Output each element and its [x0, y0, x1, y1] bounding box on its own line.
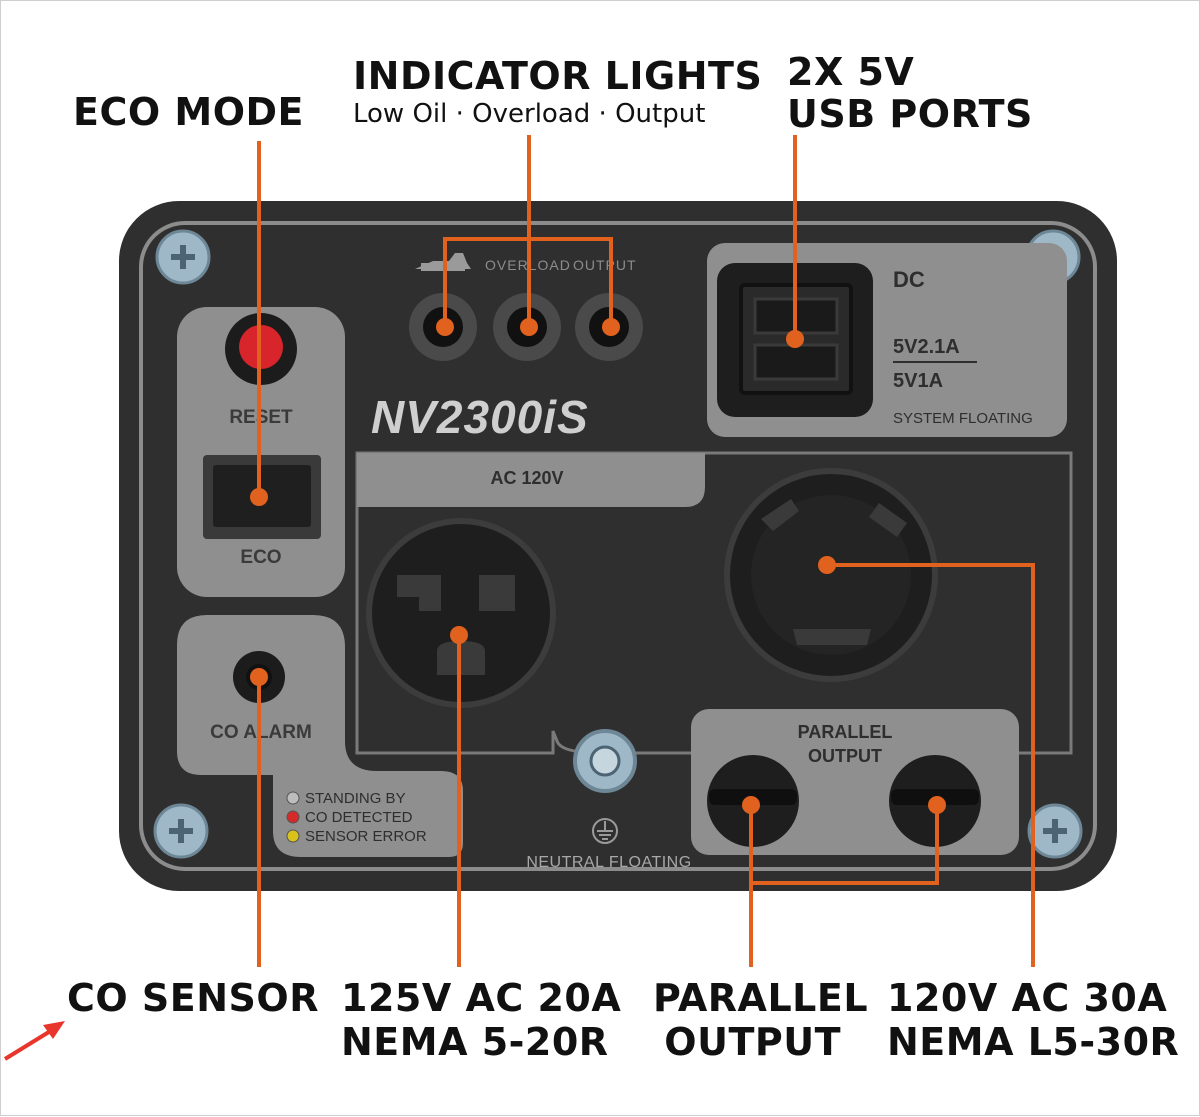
outlet-l5-30r-face: [751, 495, 911, 655]
callout-usb-ports: 2X 5V USB PORTS: [787, 53, 1033, 133]
ac-label-tab: [357, 453, 705, 507]
ac-zone: [355, 451, 1073, 755]
output-label-small: OUTPUT: [573, 257, 637, 273]
callout-indicator-sub: Low Oil · Overload · Output: [353, 99, 706, 129]
dc-label: DC: [893, 267, 925, 292]
callout-usb-line1: 2X 5V: [787, 50, 915, 94]
screw-bottom-right-icon: [1027, 803, 1083, 859]
ground-symbol-icon: [592, 818, 618, 844]
callout-co-sensor: CO SENSOR: [67, 979, 319, 1017]
dot-co: [250, 668, 268, 686]
ground-terminal: [573, 729, 637, 793]
usb-rating-1: 5V2.1A: [893, 336, 960, 358]
legend-dot-0: [286, 791, 300, 805]
legend-dot-1: [286, 810, 300, 824]
callout-indicator-lights: INDICATOR LIGHTS Low Oil · Overload · Ou…: [353, 57, 762, 127]
leader-indicator: [443, 135, 613, 327]
dot-led-3: [602, 318, 620, 336]
callout-outlet-20a-line1: 125V AC 20A: [341, 976, 622, 1020]
legend-text-2: SENSOR ERROR: [305, 828, 427, 845]
outlet-l5-30r-slots: [761, 499, 907, 645]
pointer-arrow-icon: [3, 1021, 65, 1061]
reset-label: RESET: [229, 407, 293, 428]
dot-eco: [250, 488, 268, 506]
leader-outlet-30a: [827, 563, 1035, 967]
parallel-label-2: OUTPUT: [808, 746, 882, 766]
dot-usb: [786, 330, 804, 348]
usb-port-2[interactable]: [753, 343, 839, 381]
dot-led-2: [520, 318, 538, 336]
screw-bottom-left-icon: [153, 803, 209, 859]
leader-lines: [257, 135, 1035, 967]
ac-label: AC 120V: [490, 468, 563, 488]
neutral-floating-label: NEUTRAL FLOATING: [526, 854, 691, 871]
callout-parallel-output: PARALLEL OUTPUT: [653, 976, 869, 1064]
callout-co-sensor-text: CO SENSOR: [67, 976, 319, 1020]
dot-parallel-left: [742, 796, 760, 814]
system-floating-label: SYSTEM FLOATING: [893, 410, 1033, 427]
callout-indicator-title: INDICATOR LIGHTS: [353, 54, 763, 98]
eco-label: ECO: [240, 547, 281, 568]
callout-outlet-30a: 120V AC 30A NEMA L5-30R: [887, 976, 1180, 1064]
leader-parallel: [749, 805, 939, 967]
usb-rating-2: 5V1A: [893, 370, 943, 392]
dot-parallel-right: [928, 796, 946, 814]
parallel-label-1: PARALLEL: [798, 722, 893, 742]
callout-parallel-line1: PARALLEL: [653, 976, 869, 1020]
callout-eco-mode-text: ECO MODE: [73, 90, 304, 134]
callout-usb-line2: USB PORTS: [787, 92, 1033, 136]
legend-text-1: CO DETECTED: [305, 809, 413, 826]
dot-30a: [818, 556, 836, 574]
co-alarm-legend: STANDING BY CO DETECTED SENSOR ERROR: [286, 790, 427, 845]
callout-outlet-30a-line1: 120V AC 30A: [887, 976, 1168, 1020]
callout-outlet-20a: 125V AC 20A NEMA 5-20R: [341, 979, 621, 1061]
panel-inner-border: [139, 221, 1097, 871]
dot-20a: [450, 626, 468, 644]
callout-outlet-30a-line2: NEMA L5-30R: [887, 1020, 1180, 1064]
screw-top-left-icon: [155, 229, 211, 285]
legend-text-0: STANDING BY: [305, 790, 406, 807]
legend-dot-2: [286, 829, 300, 843]
dot-led-1: [436, 318, 454, 336]
leader-dots: [250, 318, 946, 814]
callout-eco-mode: ECO MODE: [73, 93, 304, 131]
model-name: NV2300iS: [371, 391, 589, 443]
callout-parallel-line2: OUTPUT: [664, 1020, 841, 1064]
callout-outlet-20a-line2: NEMA 5-20R: [341, 1020, 609, 1064]
